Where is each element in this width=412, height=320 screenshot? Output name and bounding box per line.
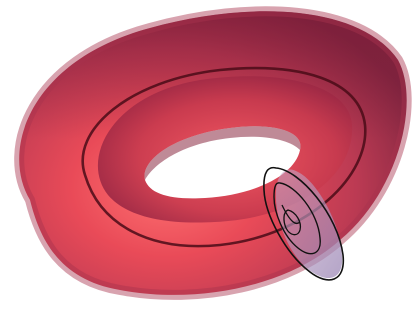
- torus-figure: [0, 0, 412, 320]
